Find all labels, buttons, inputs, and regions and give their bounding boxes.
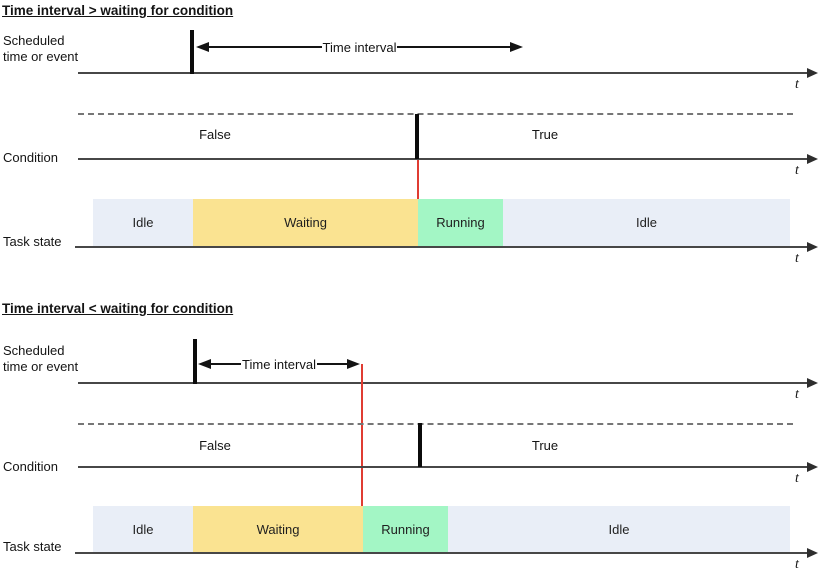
task-segment-idle: Idle [503, 199, 790, 246]
condition-label: Condition [3, 459, 58, 474]
time-axis-label: t [795, 251, 799, 266]
condition-true-label: True [531, 127, 559, 142]
task-segment-waiting: Waiting [193, 199, 418, 246]
diagram-title: Time interval < waiting for condition [2, 301, 234, 316]
scheduled-time-label: Scheduled time or event [3, 33, 79, 64]
interval-line [211, 363, 242, 365]
task-state-label: Task state [3, 234, 62, 249]
time-interval-arrow: Time interval [196, 39, 523, 55]
task-start-connector-line [361, 364, 363, 507]
condition-true-level-line [78, 113, 793, 115]
condition-false-label: False [199, 438, 231, 453]
condition-axis [78, 154, 818, 164]
condition-true-label: True [531, 438, 559, 453]
diagram-title: Time interval > waiting for condition [2, 3, 234, 18]
task-segment-idle: Idle [448, 506, 790, 553]
time-axis-label: t [795, 387, 799, 402]
task-segment-waiting: Waiting [193, 506, 363, 553]
condition-true-level-line [78, 423, 793, 425]
task-state-axis [75, 548, 818, 558]
axis-arrowhead-icon [807, 378, 818, 388]
interval-line [397, 46, 510, 48]
condition-false-label: False [199, 127, 231, 142]
time-axis-label: t [795, 557, 799, 572]
arrowhead-left-icon [198, 359, 211, 369]
task-start-connector-line [417, 160, 419, 200]
scheduled-time-axis [78, 68, 818, 78]
task-state-axis [75, 242, 818, 252]
axis-arrowhead-icon [807, 68, 818, 78]
scheduled-event-tick [193, 339, 197, 384]
interval-line [316, 363, 347, 365]
task-segment-running: Running [363, 506, 448, 553]
time-axis-label: t [795, 471, 799, 486]
scheduled-time-label: Scheduled time or event [3, 343, 79, 374]
scheduled-event-tick [190, 30, 194, 74]
condition-label: Condition [3, 150, 58, 165]
condition-true-tick [415, 114, 419, 159]
arrowhead-right-icon [347, 359, 360, 369]
arrowhead-left-icon [196, 42, 209, 52]
interval-line [209, 46, 322, 48]
time-axis-label: t [795, 163, 799, 178]
arrowhead-right-icon [510, 42, 523, 52]
time-interval-label: Time interval [322, 39, 397, 55]
time-interval-label: Time interval [242, 356, 316, 372]
condition-true-tick [418, 423, 422, 467]
task-segment-idle: Idle [93, 199, 193, 246]
task-state-label: Task state [3, 539, 62, 554]
condition-axis [78, 462, 818, 472]
task-segment-idle: Idle [93, 506, 193, 553]
axis-arrowhead-icon [807, 548, 818, 558]
time-axis-label: t [795, 77, 799, 92]
axis-arrowhead-icon [807, 242, 818, 252]
scheduled-time-axis [78, 378, 818, 388]
axis-arrowhead-icon [807, 154, 818, 164]
time-interval-arrow: Time interval [198, 356, 360, 372]
task-segment-running: Running [418, 199, 503, 246]
axis-arrowhead-icon [807, 462, 818, 472]
